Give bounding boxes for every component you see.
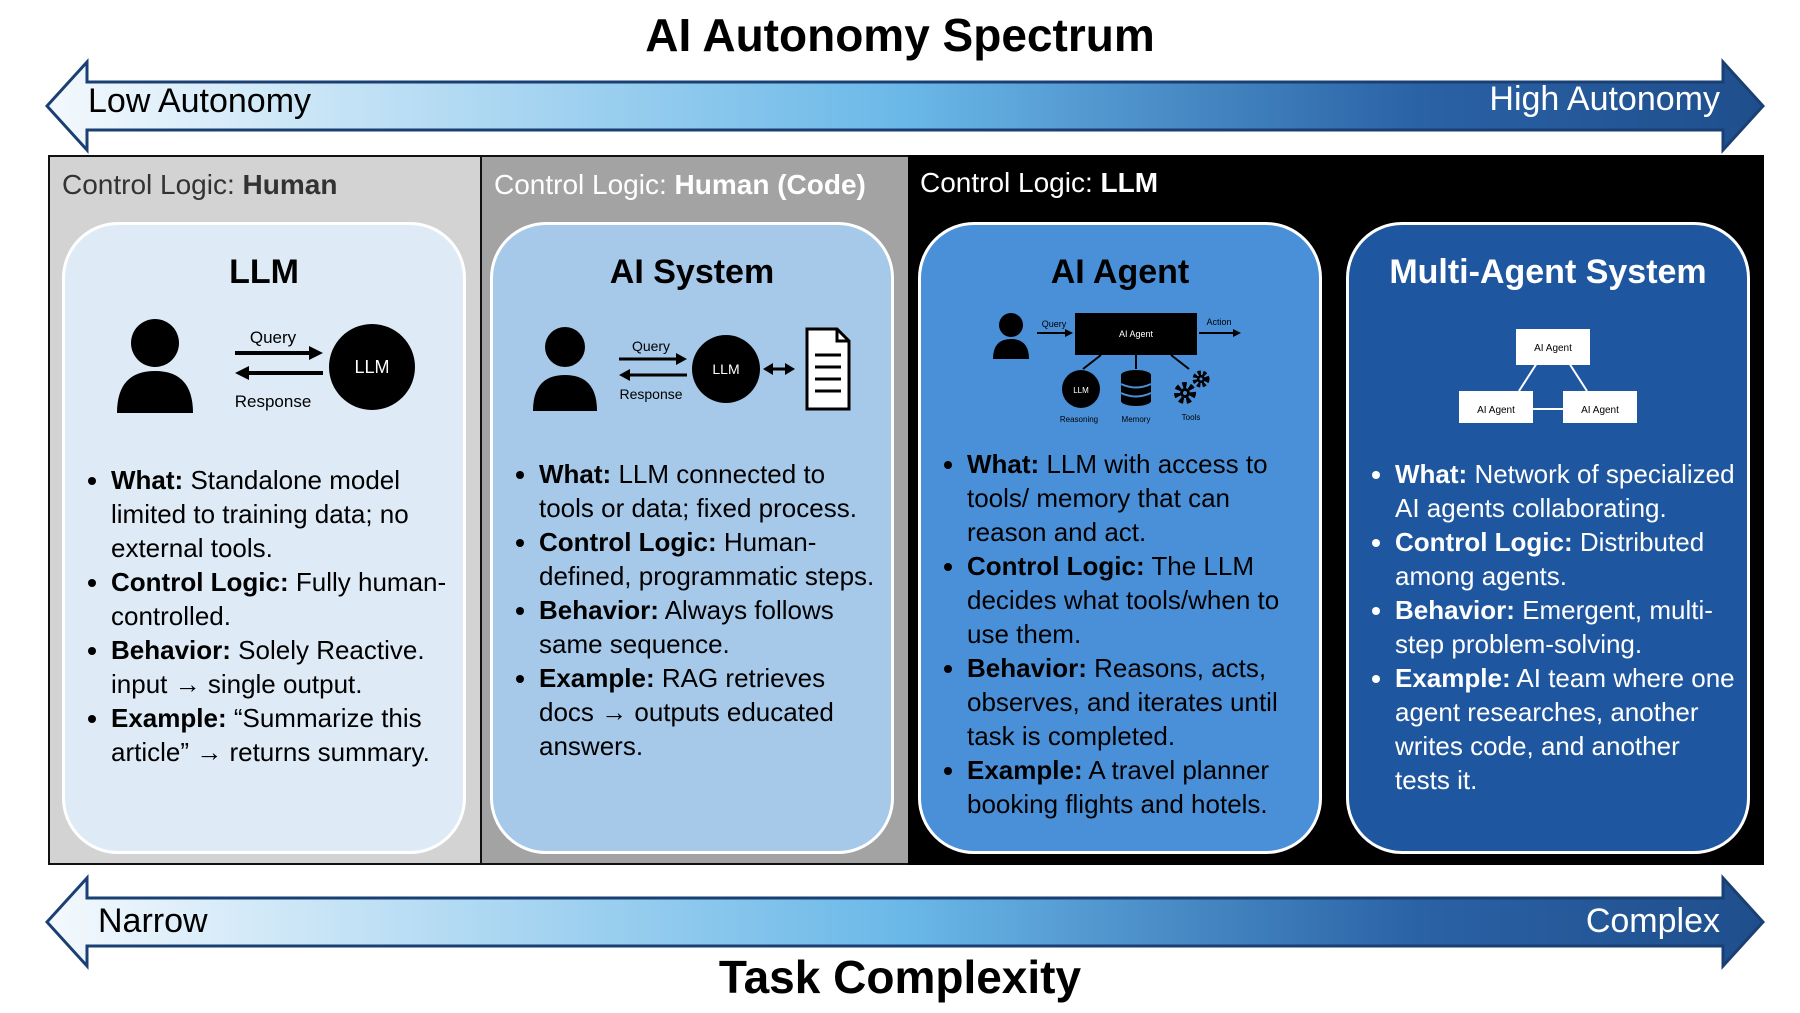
task-complexity-title: Task Complexity (718, 951, 1082, 1003)
card-llm-bullets: What: Standalone model limited to traini… (79, 463, 453, 769)
card-llm: LLM Query Response LLM What: Standalone … (62, 222, 466, 854)
person-icon (993, 313, 1029, 359)
llm-node (1062, 370, 1100, 408)
svg-text:LLM: LLM (354, 357, 389, 377)
query-label: Query (632, 338, 670, 354)
list-item: What: Standalone model limited to traini… (111, 463, 453, 565)
svg-text:AI Agent: AI Agent (1477, 405, 1515, 416)
list-item: What: LLM connected to tools or data; fi… (539, 457, 881, 525)
card-title-ai-system: AI System (609, 253, 775, 291)
card-ai-agent-bullets: What: LLM with access to tools/ memory t… (935, 447, 1309, 821)
database-icon (1120, 370, 1152, 406)
list-item: Example: RAG retrieves docs → outputs ed… (539, 661, 881, 763)
list-item: Control Logic: Fully human-controlled. (111, 565, 453, 633)
low-autonomy-label: Low Autonomy (88, 82, 312, 120)
document-icon (805, 327, 851, 411)
list-item: Example: A travel planner booking flight… (967, 753, 1309, 821)
list-item: Behavior: Always follows same sequence. (539, 593, 881, 661)
band-label-human: Control Logic: Human (62, 169, 338, 200)
complex-label: Complex (1585, 902, 1720, 940)
memory-label: Memory (1122, 415, 1151, 424)
tools-label: Tools (1182, 413, 1201, 422)
list-item: Control Logic: The LLM decides what tool… (967, 549, 1309, 651)
agent-box-left (1459, 391, 1533, 423)
list-item: Behavior: Solely Reactive. input → singl… (111, 633, 453, 701)
svg-text:AI Agent: AI Agent (1119, 329, 1154, 339)
query-label: Query (1042, 319, 1067, 329)
svg-text:AI Agent: AI Agent (1581, 405, 1619, 416)
action-label: Action (1206, 317, 1231, 327)
card-ai-system-bullets: What: LLM connected to tools or data; fi… (507, 457, 881, 763)
autonomy-arrow (45, 58, 1765, 154)
llm-node (329, 324, 415, 410)
list-item: Example: “Summarize this article” → retu… (111, 701, 453, 769)
response-label: Response (619, 386, 682, 402)
person-icon (117, 319, 193, 413)
list-item: What: LLM with access to tools/ memory t… (967, 447, 1309, 549)
ai-agent-diagram: Query AI Agent Action LLM Reasoning Memo… (993, 313, 1241, 424)
agent-box-top (1516, 329, 1590, 365)
card-multi-agent-bullets: What: Network of specialized AI agents c… (1363, 457, 1737, 797)
card-title-multi-agent: Multi-Agent System (1389, 253, 1707, 291)
page-title: AI Autonomy Spectrum (645, 9, 1155, 61)
list-item: Example: AI team where one agent researc… (1395, 661, 1737, 797)
reasoning-label: Reasoning (1060, 415, 1098, 424)
list-item: What: Network of specialized AI agents c… (1395, 457, 1737, 525)
list-item: Behavior: Emergent, multi-step problem-s… (1395, 593, 1737, 661)
card-title-ai-agent: AI Agent (1050, 253, 1190, 291)
card-ai-agent: AI Agent Query AI Agent Action LLM Reaso… (918, 222, 1322, 854)
query-label: Query (250, 328, 297, 347)
band-label-code: Control Logic: Human (Code) (494, 169, 866, 200)
list-item: Control Logic: Distributed among agents. (1395, 525, 1737, 593)
llm-node (692, 335, 760, 403)
svg-text:AI Agent: AI Agent (1534, 343, 1572, 354)
multi-agent-diagram: AI Agent AI Agent AI Agent (1459, 329, 1637, 423)
card-title-llm: LLM (229, 253, 299, 291)
band-label-llm: Control Logic: LLM (920, 167, 1159, 198)
ai-system-diagram: Query Response LLM (533, 327, 851, 411)
narrow-label: Narrow (98, 902, 208, 940)
complexity-arrow (45, 874, 1765, 970)
list-item: Behavior: Reasons, acts, observes, and i… (967, 651, 1309, 753)
card-ai-system: AI System Query Response LLM What: LLM c… (490, 222, 894, 854)
ai-agent-box (1075, 313, 1197, 355)
gear-icon (1174, 370, 1210, 404)
svg-text:LLM: LLM (1073, 386, 1089, 395)
card-multi-agent: Multi-Agent System AI Agent AI Agent AI … (1346, 222, 1750, 854)
high-autonomy-label: High Autonomy (1489, 80, 1720, 118)
person-icon (533, 327, 597, 411)
list-item: Control Logic: Human-defined, programmat… (539, 525, 881, 593)
agent-box-right (1563, 391, 1637, 423)
llm-diagram: Query Response LLM (117, 319, 415, 413)
response-label: Response (235, 392, 312, 411)
svg-text:LLM: LLM (712, 361, 739, 377)
